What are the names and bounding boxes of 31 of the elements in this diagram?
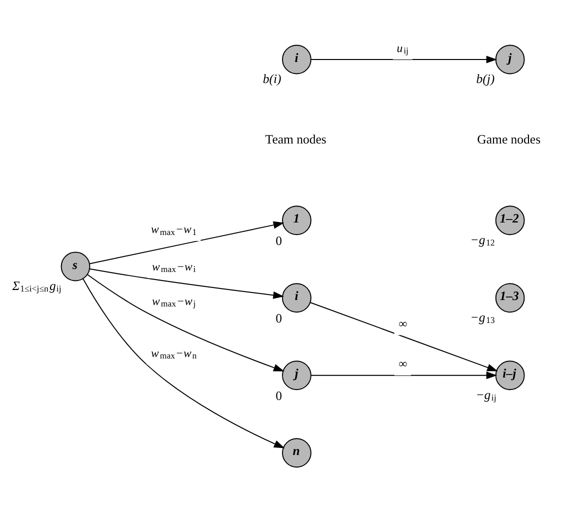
arrow <box>310 372 498 380</box>
node-label: 0 <box>276 388 282 403</box>
node-circle: 1 <box>282 206 312 236</box>
label: Game nodes <box>477 132 541 146</box>
edge-label: ∞ <box>398 317 408 330</box>
node-circle: n <box>282 438 312 468</box>
edge-label: wmax−wi <box>152 260 196 274</box>
node-circle: 1–3 <box>495 283 525 313</box>
arrow <box>310 302 498 372</box>
edge-label: wmax−w1 <box>151 223 197 237</box>
node-label: b(i) <box>262 72 282 86</box>
edge-label: wmax−wn <box>151 346 197 360</box>
arrow <box>310 56 498 64</box>
node-label: 0 <box>276 311 282 326</box>
edge-label: uij <box>396 42 409 56</box>
arrow <box>89 268 284 299</box>
node-circle: j <box>495 44 525 74</box>
edge-label: wmax−wj <box>152 294 196 308</box>
arrow <box>87 274 284 372</box>
edge-label: ∞ <box>398 358 408 371</box>
node-label: b(j) <box>476 72 495 86</box>
node-circle: s <box>60 252 90 282</box>
node-circle: i <box>282 283 312 313</box>
label: Team nodes <box>265 132 326 146</box>
node-circle: 1–2 <box>495 206 525 236</box>
node-circle: i–j <box>495 360 525 390</box>
arrow <box>89 221 284 264</box>
node-label: 0 <box>276 234 282 248</box>
node-circle: i <box>282 44 312 74</box>
node-circle: j <box>282 360 312 390</box>
arrow <box>82 278 285 448</box>
